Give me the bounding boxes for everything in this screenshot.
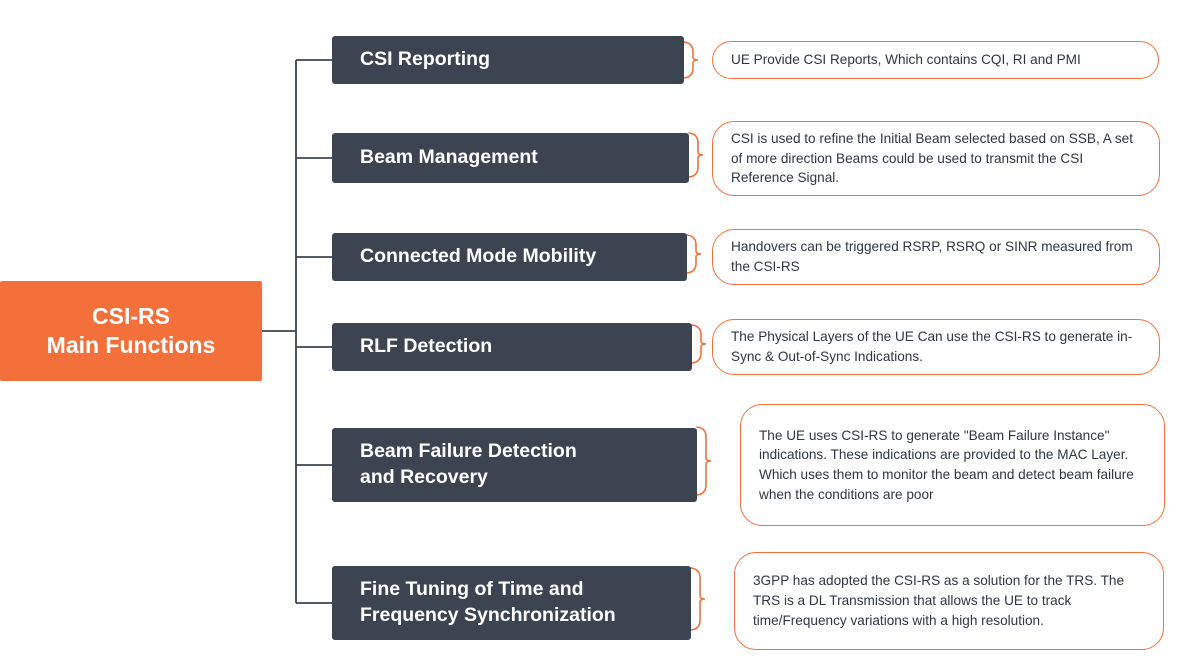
node-label: Beam Management <box>360 146 538 169</box>
description-text: The Physical Layers of the UE Can use th… <box>731 329 1133 364</box>
node-label-line1: Fine Tuning of Time and <box>360 578 584 601</box>
node-label: RLF Detection <box>360 335 493 358</box>
node-label: Connected Mode Mobility <box>360 245 597 268</box>
description-csi-reporting: UE Provide CSI Reports, Which contains C… <box>712 41 1159 79</box>
node-beam-management[interactable]: Beam Management <box>332 133 689 183</box>
node-label: Fine Tuning of Time and Frequency Synchr… <box>360 577 616 629</box>
description-text: The UE uses CSI-RS to generate "Beam Fai… <box>759 427 1134 502</box>
node-rlf-detection[interactable]: RLF Detection <box>332 323 692 371</box>
node-beam-failure-detection-and-recovery[interactable]: Beam Failure Detection and Recovery <box>332 428 697 502</box>
description-text: UE Provide CSI Reports, Which contains C… <box>731 52 1081 68</box>
node-label-line1: Beam Failure Detection <box>360 440 577 463</box>
description-text: 3GPP has adopted the CSI-RS as a solutio… <box>753 573 1125 628</box>
description-rlf-detection: The Physical Layers of the UE Can use th… <box>712 319 1160 375</box>
node-label-line2: Frequency Synchronization <box>360 604 616 626</box>
description-connected-mode-mobility: Handovers can be triggered RSRP, RSRQ or… <box>712 229 1160 285</box>
node-csi-reporting[interactable]: CSI Reporting <box>332 36 684 84</box>
node-fine-tuning-of-time-and-frequency-synchronization[interactable]: Fine Tuning of Time and Frequency Synchr… <box>332 566 691 640</box>
root-title-line1: CSI-RS <box>92 303 170 330</box>
description-text: Handovers can be triggered RSRP, RSRQ or… <box>731 239 1133 274</box>
node-connected-mode-mobility[interactable]: Connected Mode Mobility <box>332 233 687 281</box>
description-beam-failure-detection-and-recovery: The UE uses CSI-RS to generate "Beam Fai… <box>740 404 1165 526</box>
node-label: CSI Reporting <box>360 48 490 71</box>
root-title-line2: Main Functions <box>46 332 216 358</box>
description-text: CSI is used to refine the Initial Beam s… <box>731 130 1134 186</box>
description-beam-management: CSI is used to refine the Initial Beam s… <box>712 121 1160 196</box>
root-node: CSI-RS Main Functions <box>0 281 262 381</box>
description-fine-tuning-of-time-and-frequency-synchronization: 3GPP has adopted the CSI-RS as a solutio… <box>734 552 1164 650</box>
node-label: Beam Failure Detection and Recovery <box>360 439 577 491</box>
node-label-line2: and Recovery <box>360 466 488 488</box>
